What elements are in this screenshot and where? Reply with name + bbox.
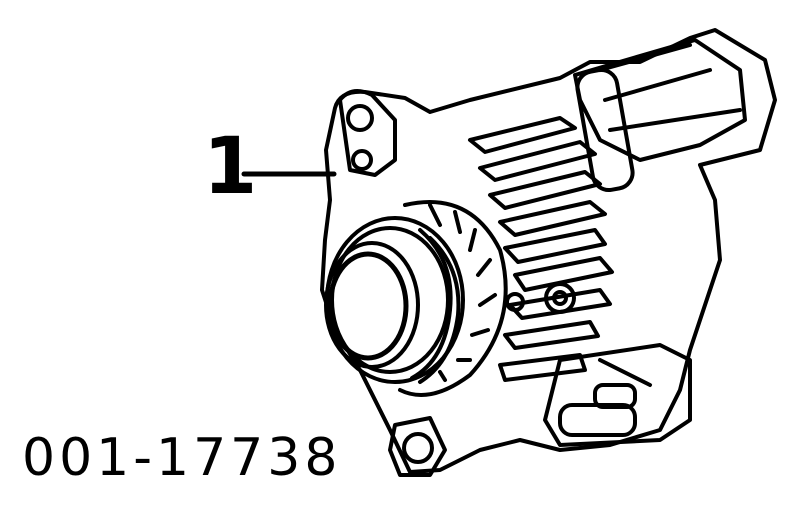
part-code-label: 001-17738 — [22, 428, 342, 488]
mounting-hole-upper — [348, 106, 372, 130]
fan-blades — [430, 205, 495, 380]
mounting-bracket-rear — [575, 40, 745, 160]
bracket-arm-upper — [600, 45, 740, 130]
lower-mounting-hole — [404, 434, 432, 462]
terminal-plug — [560, 405, 635, 435]
cooling-fins — [470, 118, 612, 380]
connector-rib — [600, 360, 650, 385]
fan-ring — [400, 202, 506, 395]
mounting-ear-front — [340, 91, 395, 175]
regulator-connector — [545, 345, 690, 445]
callout-number: 1 — [203, 122, 258, 212]
pulley — [326, 218, 463, 382]
terminal-post — [595, 385, 635, 407]
mounting-hole-middle — [353, 151, 371, 169]
through-bolt-head — [507, 294, 523, 310]
bracket-bolt-slot — [575, 67, 635, 192]
center-bolt-inner — [554, 292, 566, 304]
lower-mounting-boss — [390, 418, 445, 475]
center-bolt — [546, 284, 574, 312]
